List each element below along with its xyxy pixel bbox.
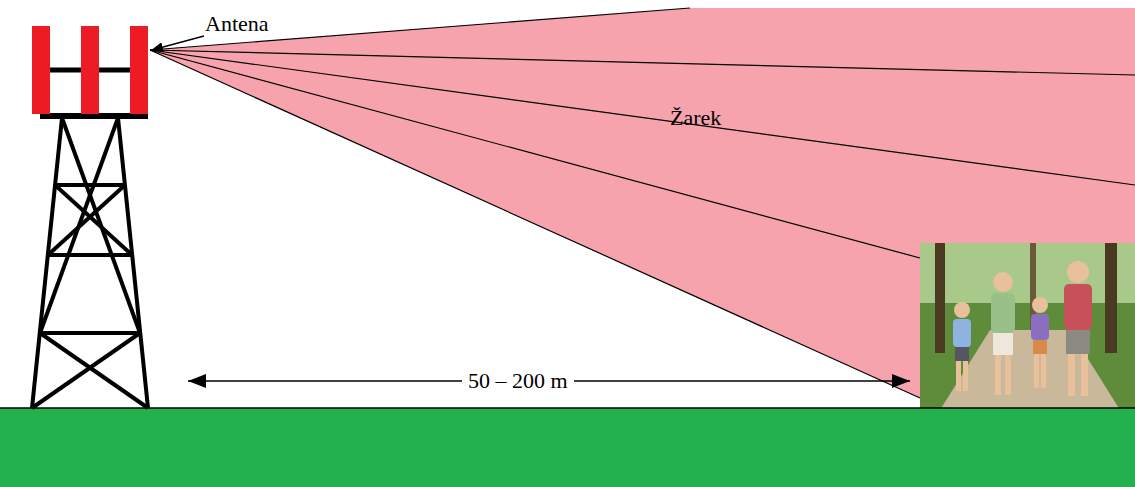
- leader-arrow: [152, 36, 204, 50]
- part-label: Žarek: [670, 106, 721, 130]
- antenna-panels: [32, 26, 148, 114]
- dimension-label: 50 – 200 m: [462, 369, 574, 393]
- ground: [0, 408, 1135, 487]
- family-photo: [920, 243, 1135, 410]
- part-label: Antena: [205, 12, 269, 36]
- tower: [32, 70, 148, 408]
